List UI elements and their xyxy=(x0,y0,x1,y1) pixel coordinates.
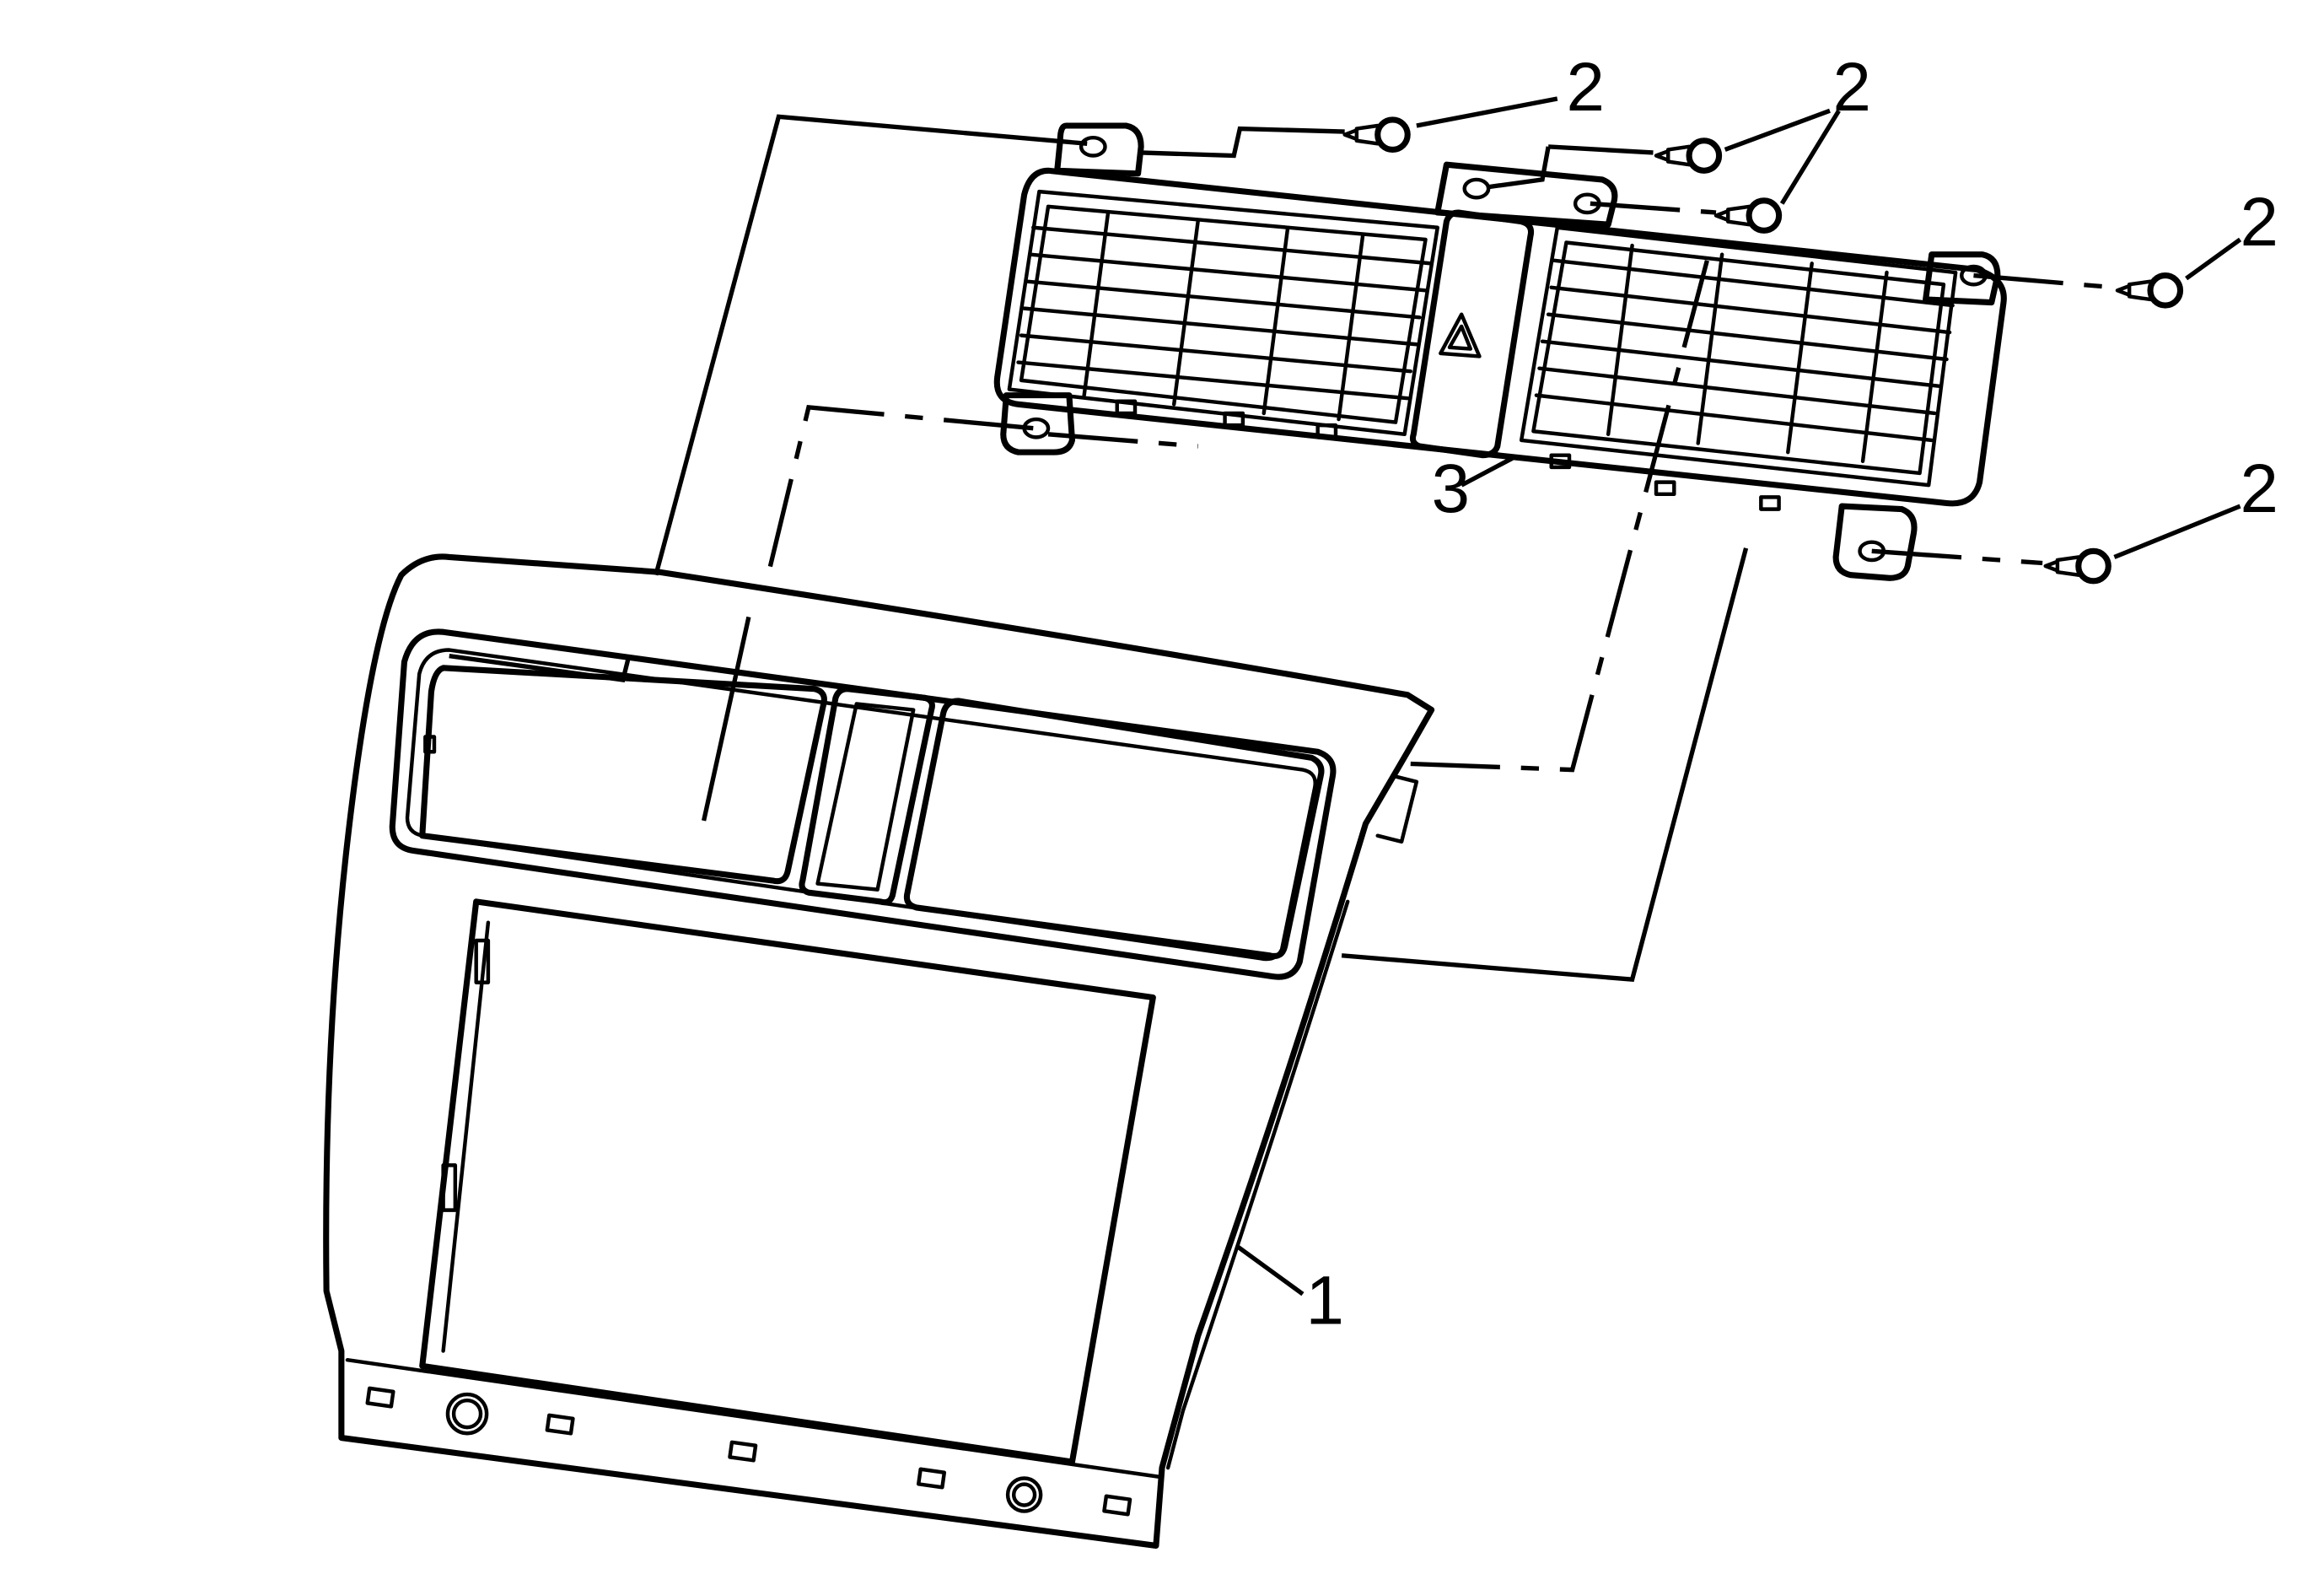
callout-2-a: 2 xyxy=(1566,49,1604,126)
fastener-3 xyxy=(1713,197,1783,234)
trim-plate xyxy=(323,553,1435,1549)
callout-3: 3 xyxy=(1432,450,1470,527)
fastener-5 xyxy=(2043,547,2112,585)
warning-triangle-icon xyxy=(1439,312,1482,358)
callout-2-b: 2 xyxy=(1833,49,1871,126)
callout-1: 1 xyxy=(1305,1263,1343,1340)
vent-assembly xyxy=(993,122,2007,581)
callout-labels: 2 2 2 2 3 1 xyxy=(1305,49,2278,1339)
fastener-2 xyxy=(1654,137,1723,174)
alignment-lines xyxy=(449,114,2115,983)
fastener-4 xyxy=(2115,272,2184,309)
fastener-1 xyxy=(1342,116,1411,153)
callout-leaders xyxy=(1235,96,2242,1296)
callout-2-d: 2 xyxy=(2241,450,2278,527)
fasteners xyxy=(1342,116,2184,585)
callout-2-c: 2 xyxy=(2241,184,2278,261)
